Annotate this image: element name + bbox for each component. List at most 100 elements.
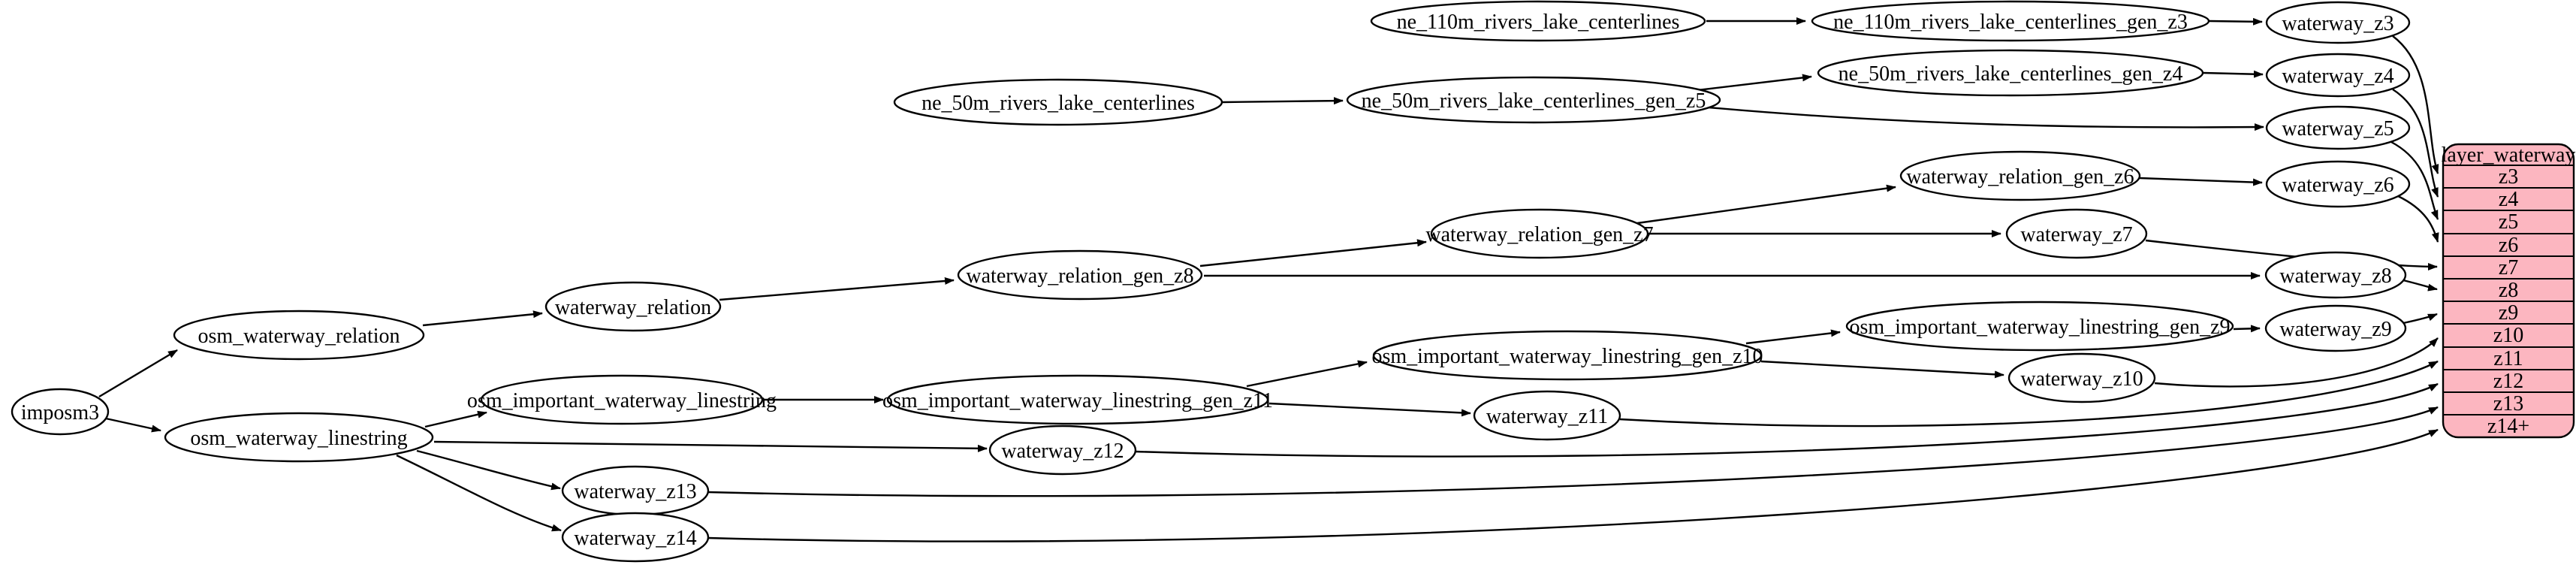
table-row-z8: z8 bbox=[2499, 279, 2518, 302]
svg-text:waterway_z11: waterway_z11 bbox=[1486, 405, 1608, 428]
svg-text:ne_50m_rivers_lake_centerlines: ne_50m_rivers_lake_centerlines_gen_z4 bbox=[1838, 62, 2183, 86]
svg-text:ne_110m_rivers_lake_centerline: ne_110m_rivers_lake_centerlines bbox=[1397, 11, 1680, 34]
node-waterway-z14: waterway_z14 bbox=[561, 512, 710, 563]
svg-text:osm_waterway_linestring: osm_waterway_linestring bbox=[190, 427, 407, 450]
node-waterway-z13: waterway_z13 bbox=[561, 465, 710, 516]
svg-text:waterway_relation_gen_z8: waterway_relation_gen_z8 bbox=[966, 264, 1193, 288]
edge-linestring-to-waterwayz14 bbox=[396, 454, 562, 532]
edge-waterwayz9-to-table bbox=[2403, 313, 2438, 325]
node-waterway-z6: waterway_z6 bbox=[2265, 160, 2411, 208]
edge-genz10-to-genz9 bbox=[1745, 329, 1841, 345]
svg-text:waterway_z10: waterway_z10 bbox=[2020, 367, 2143, 391]
edge-ne50m-to-genz5 bbox=[1222, 97, 1344, 105]
edge-genz5-to-genz4 bbox=[1691, 74, 1812, 92]
edge-relgenz8-to-relgenz7 bbox=[1199, 239, 1427, 267]
edge-linestring-to-waterwayz13 bbox=[416, 449, 561, 491]
svg-text:waterway_z6: waterway_z6 bbox=[2282, 174, 2394, 197]
node-osm-important-waterway-linestring-gen-z10: osm_important_waterway_linestring_gen_z1… bbox=[1372, 330, 1763, 381]
table-row-z6: z6 bbox=[2499, 234, 2518, 257]
svg-text:waterway_z13: waterway_z13 bbox=[574, 480, 696, 503]
table-row-z3: z3 bbox=[2499, 165, 2518, 189]
edge-waterwayz14-to-table bbox=[707, 428, 2439, 542]
node-waterway-relation: waterway_relation bbox=[544, 281, 722, 332]
edge-genz3-to-waterwayz3 bbox=[2209, 17, 2263, 26]
node-osm-important-waterway-linestring: osm_important_waterway_linestring bbox=[467, 374, 777, 425]
node-waterway-z8: waterway_z8 bbox=[2264, 251, 2407, 299]
table-row-z14plus: z14+ bbox=[2487, 415, 2529, 438]
svg-text:ne_110m_rivers_lake_centerline: ne_110m_rivers_lake_centerlines_gen_z3 bbox=[1833, 11, 2188, 34]
node-waterway-relation-gen-z7: waterway_relation_gen_z7 bbox=[1425, 208, 1654, 259]
table-row-z11: z11 bbox=[2493, 347, 2523, 370]
table-layer-waterway: layer_waterway z3 z4 z5 z6 z7 z8 z9 z10 … bbox=[2442, 143, 2576, 439]
node-waterway-z11: waterway_z11 bbox=[1473, 390, 1621, 441]
node-waterway-z12: waterway_z12 bbox=[988, 425, 1137, 476]
table-row-z12: z12 bbox=[2493, 370, 2523, 393]
edge-waterwayz6-to-table bbox=[2397, 195, 2439, 243]
node-ne-110m-rivers-lake-centerlines: ne_110m_rivers_lake_centerlines bbox=[1370, 0, 1706, 42]
edge-waterwayz4-to-table bbox=[2392, 88, 2439, 198]
node-waterway-z3: waterway_z3 bbox=[2265, 1, 2411, 44]
edge-waterwayz5-to-table bbox=[2390, 140, 2439, 220]
edge-waterwayz8-to-table bbox=[2403, 279, 2438, 292]
edge-genz11-to-waterwayz11 bbox=[1268, 402, 1471, 417]
node-osm-important-waterway-linestring-gen-z9: osm_important_waterway_linestring_gen_z9 bbox=[1845, 301, 2234, 352]
svg-text:osm_waterway_relation: osm_waterway_relation bbox=[198, 325, 400, 348]
edge-genz11-to-genz10 bbox=[1246, 360, 1368, 388]
edge-waterwayz10-to-table bbox=[2154, 337, 2439, 388]
table-row-z5: z5 bbox=[2499, 210, 2518, 234]
edge-waterwayz3-to-table bbox=[2392, 35, 2439, 174]
edge-waterwayz13-to-table bbox=[707, 406, 2439, 497]
node-waterway-relation-gen-z6: waterway_relation_gen_z6 bbox=[1899, 150, 2141, 201]
edge-layer bbox=[98, 17, 2439, 542]
table-row-z10: z10 bbox=[2493, 324, 2523, 347]
node-ne-110m-rivers-lake-centerlines-gen-z3: ne_110m_rivers_lake_centerlines_gen_z3 bbox=[1811, 0, 2210, 42]
svg-text:osm_important_waterway_linestr: osm_important_waterway_linestring_gen_z1… bbox=[882, 389, 1273, 412]
edge-osmwaterwayrelation-to-waterwayrelation bbox=[422, 310, 543, 327]
node-osm-waterway-linestring: osm_waterway_linestring bbox=[164, 412, 434, 463]
svg-text:waterway_relation_gen_z7: waterway_relation_gen_z7 bbox=[1425, 223, 1653, 246]
edge-imposm3-to-osmwaterwayrelation bbox=[98, 349, 178, 398]
svg-text:waterway_z12: waterway_z12 bbox=[1001, 440, 1124, 463]
edge-linestring-to-waterwayz12 bbox=[433, 440, 988, 452]
node-imposm3: imposm3 bbox=[11, 388, 110, 436]
table-title: layer_waterway bbox=[2442, 144, 2576, 167]
node-waterway-z4: waterway_z4 bbox=[2265, 53, 2411, 98]
edge-genz4-to-waterwayz4 bbox=[2203, 70, 2264, 78]
svg-text:ne_50m_rivers_lake_centerlines: ne_50m_rivers_lake_centerlines bbox=[922, 92, 1195, 115]
svg-text:ne_50m_rivers_lake_centerlines: ne_50m_rivers_lake_centerlines_gen_z5 bbox=[1362, 89, 1706, 113]
edge-genz9-to-waterwayz9 bbox=[2233, 325, 2261, 333]
edge-waterwayrelation-to-relgenz8 bbox=[719, 277, 955, 301]
node-ne-50m-rivers-lake-centerlines: ne_50m_rivers_lake_centerlines bbox=[893, 78, 1223, 126]
edge-genz10-to-waterwayz10 bbox=[1760, 360, 2004, 379]
svg-text:osm_important_waterway_linestr: osm_important_waterway_linestring_gen_z1… bbox=[1372, 345, 1763, 368]
table-row-z13: z13 bbox=[2493, 392, 2523, 415]
svg-text:imposm3: imposm3 bbox=[21, 401, 99, 425]
edge-waterwayz11-to-table bbox=[1619, 360, 2439, 428]
node-waterway-z5: waterway_z5 bbox=[2265, 105, 2411, 150]
svg-text:waterway_relation: waterway_relation bbox=[555, 296, 711, 319]
table-row-z4: z4 bbox=[2499, 188, 2518, 211]
svg-text:waterway_z9: waterway_z9 bbox=[2279, 318, 2391, 341]
svg-text:osm_important_waterway_linestr: osm_important_waterway_linestring bbox=[467, 389, 777, 412]
node-ne-50m-rivers-lake-centerlines-gen-z4: ne_50m_rivers_lake_centerlines_gen_z4 bbox=[1817, 49, 2204, 97]
node-waterway-z7: waterway_z7 bbox=[2005, 208, 2148, 259]
svg-text:waterway_z4: waterway_z4 bbox=[2282, 65, 2394, 88]
node-waterway-z10: waterway_z10 bbox=[2007, 352, 2156, 403]
table-row-z7: z7 bbox=[2499, 256, 2518, 279]
svg-text:waterway_z5: waterway_z5 bbox=[2282, 117, 2394, 140]
edge-genz5-to-waterwayz5 bbox=[1708, 106, 2264, 131]
edge-linestring-to-important bbox=[424, 410, 487, 428]
edge-waterwayz12-to-table bbox=[1135, 382, 2439, 458]
node-waterway-relation-gen-z8: waterway_relation_gen_z8 bbox=[957, 249, 1203, 301]
svg-text:waterway_z8: waterway_z8 bbox=[2279, 264, 2391, 288]
table-row-z9: z9 bbox=[2499, 301, 2518, 325]
svg-text:waterway_z14: waterway_z14 bbox=[574, 527, 696, 550]
node-ne-50m-rivers-lake-centerlines-gen-z5: ne_50m_rivers_lake_centerlines_gen_z5 bbox=[1346, 76, 1721, 124]
edge-relgenz6-to-waterwayz6 bbox=[2139, 177, 2263, 186]
node-waterway-z9: waterway_z9 bbox=[2264, 304, 2407, 352]
node-osm-important-waterway-linestring-gen-z11: osm_important_waterway_linestring_gen_z1… bbox=[882, 374, 1273, 425]
svg-text:waterway_z3: waterway_z3 bbox=[2282, 12, 2394, 35]
svg-text:waterway_relation_gen_z6: waterway_relation_gen_z6 bbox=[1906, 165, 2134, 189]
